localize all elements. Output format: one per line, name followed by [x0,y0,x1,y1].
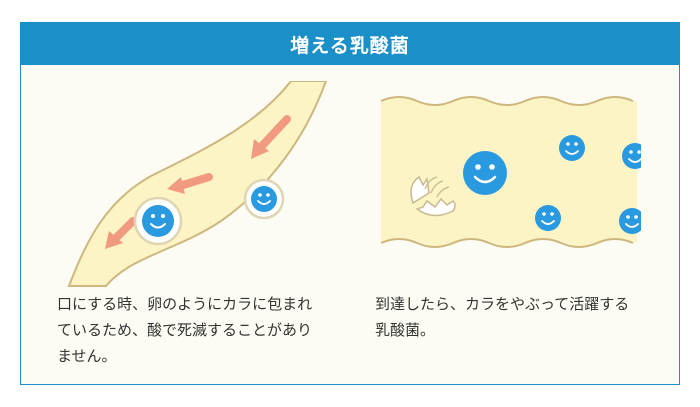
info-card: 増える乳酸菌 [20,22,680,385]
left-caption: 口にする時、卵のようにカラに包まれているため、酸で死滅することがありません。 [57,295,313,365]
intestine-section [381,97,637,247]
smiley-bacteria-icon [622,143,641,169]
smiley-bacteria-icon [619,208,641,234]
smiley-bacteria-icon [463,151,507,195]
smiley-bacteria-icon [559,135,585,161]
smiley-bacteria-icon [535,205,561,231]
eggshell-icon [410,175,456,217]
page-title: 増える乳酸菌 [21,23,679,65]
right-caption: 到達したら、カラをやぶって活躍する乳酸菌。 [375,295,630,339]
arrow-icon [167,173,213,194]
right-intestine-illustration [380,96,641,248]
smiley-bacteria-icon [133,196,183,246]
arrow-icon [105,217,137,249]
smiley-bacteria-icon [243,178,285,220]
arrow-icon [251,115,291,159]
left-intestine-illustration [67,81,328,287]
